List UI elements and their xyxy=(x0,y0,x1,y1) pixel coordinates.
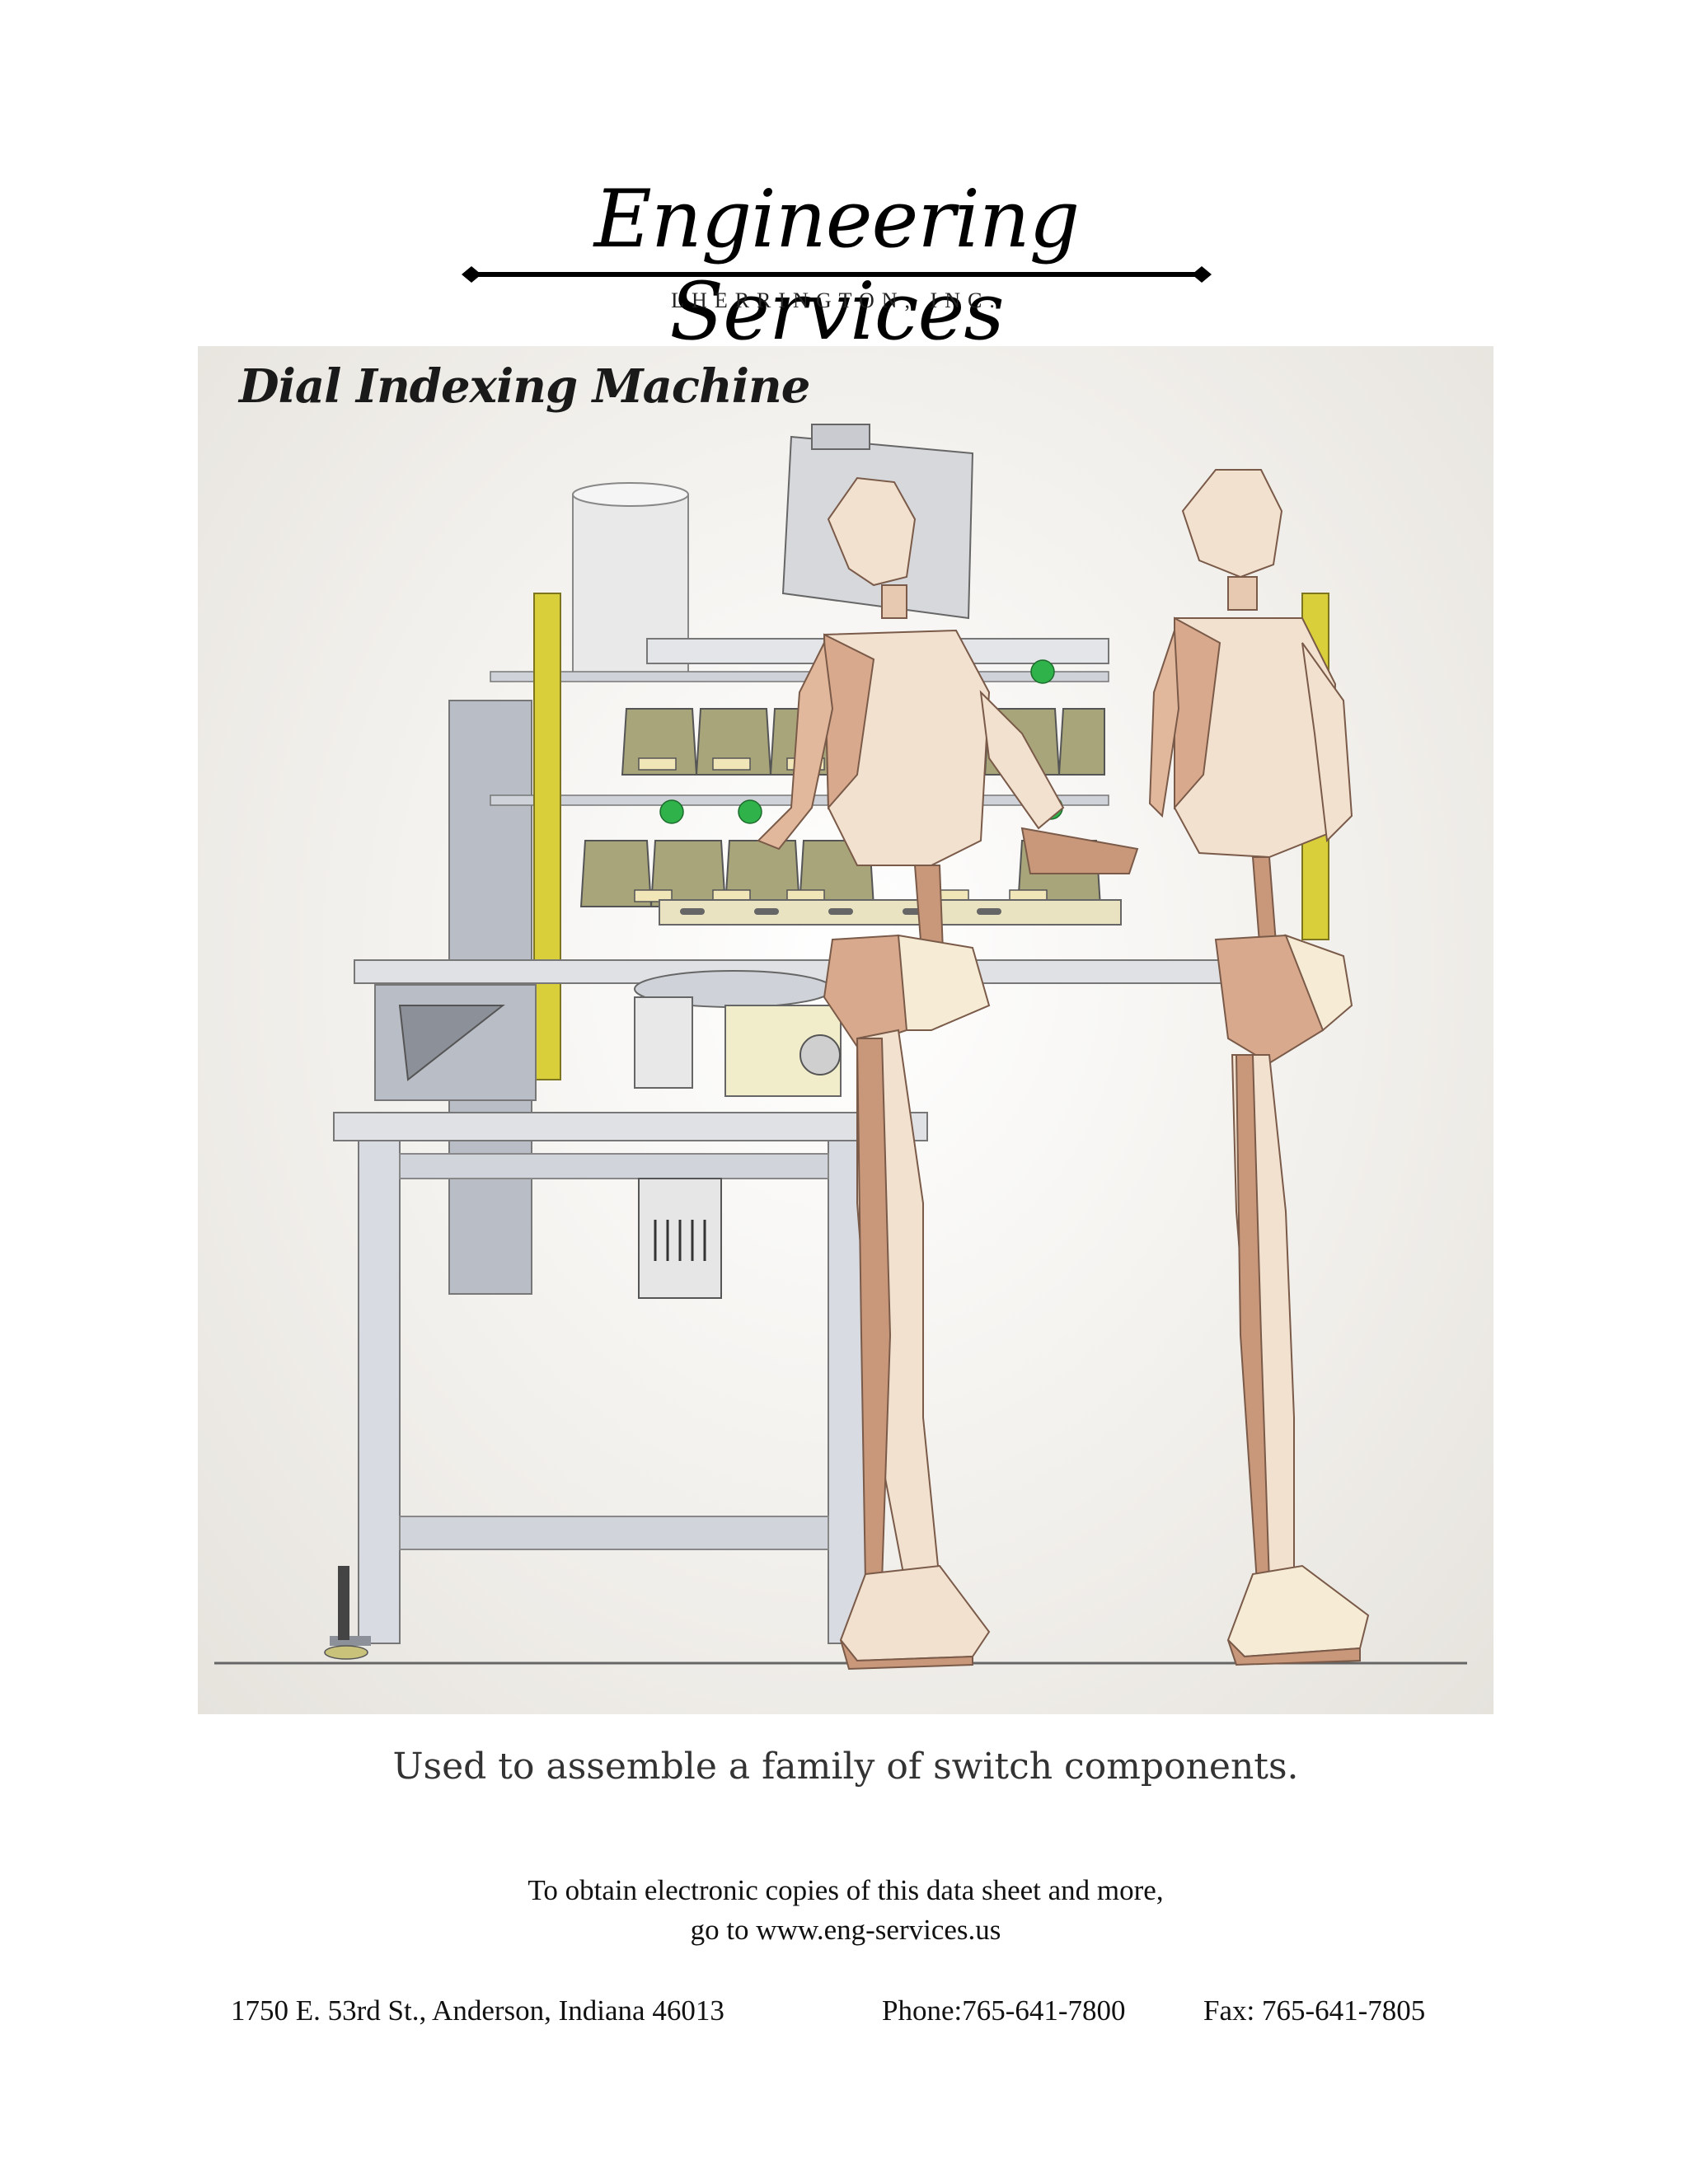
company-logo: Engineering Services LHERRINGTON, INC. xyxy=(462,157,1212,358)
machine-drawing xyxy=(214,424,1467,1671)
contact-address: 1750 E. 53rd St., Anderson, Indiana 4601… xyxy=(231,1994,724,2027)
figure-title: Dial Indexing Machine xyxy=(239,359,810,414)
info-line-2: go to www.eng-services.us xyxy=(690,1914,1001,1946)
logo-title: Engineering Services xyxy=(593,173,1080,358)
info-block: To obtain electronic copies of this data… xyxy=(198,1871,1493,1950)
logo-subtitle: LHERRINGTON, INC. xyxy=(671,288,1002,312)
figure-caption: Used to assemble a family of switch comp… xyxy=(392,1746,1299,1788)
logo-rule xyxy=(462,266,1212,283)
machine-illustration: Dial Indexing Machine xyxy=(198,346,1493,1714)
contact-phone: Phone:765-641-7800 xyxy=(882,1994,1126,2027)
contact-row: 1750 E. 53rd St., Anderson, Indiana 4601… xyxy=(231,1994,1467,2036)
info-line-1: To obtain electronic copies of this data… xyxy=(528,1874,1164,1906)
contact-fax: Fax: 765-641-7805 xyxy=(1203,1994,1426,2027)
